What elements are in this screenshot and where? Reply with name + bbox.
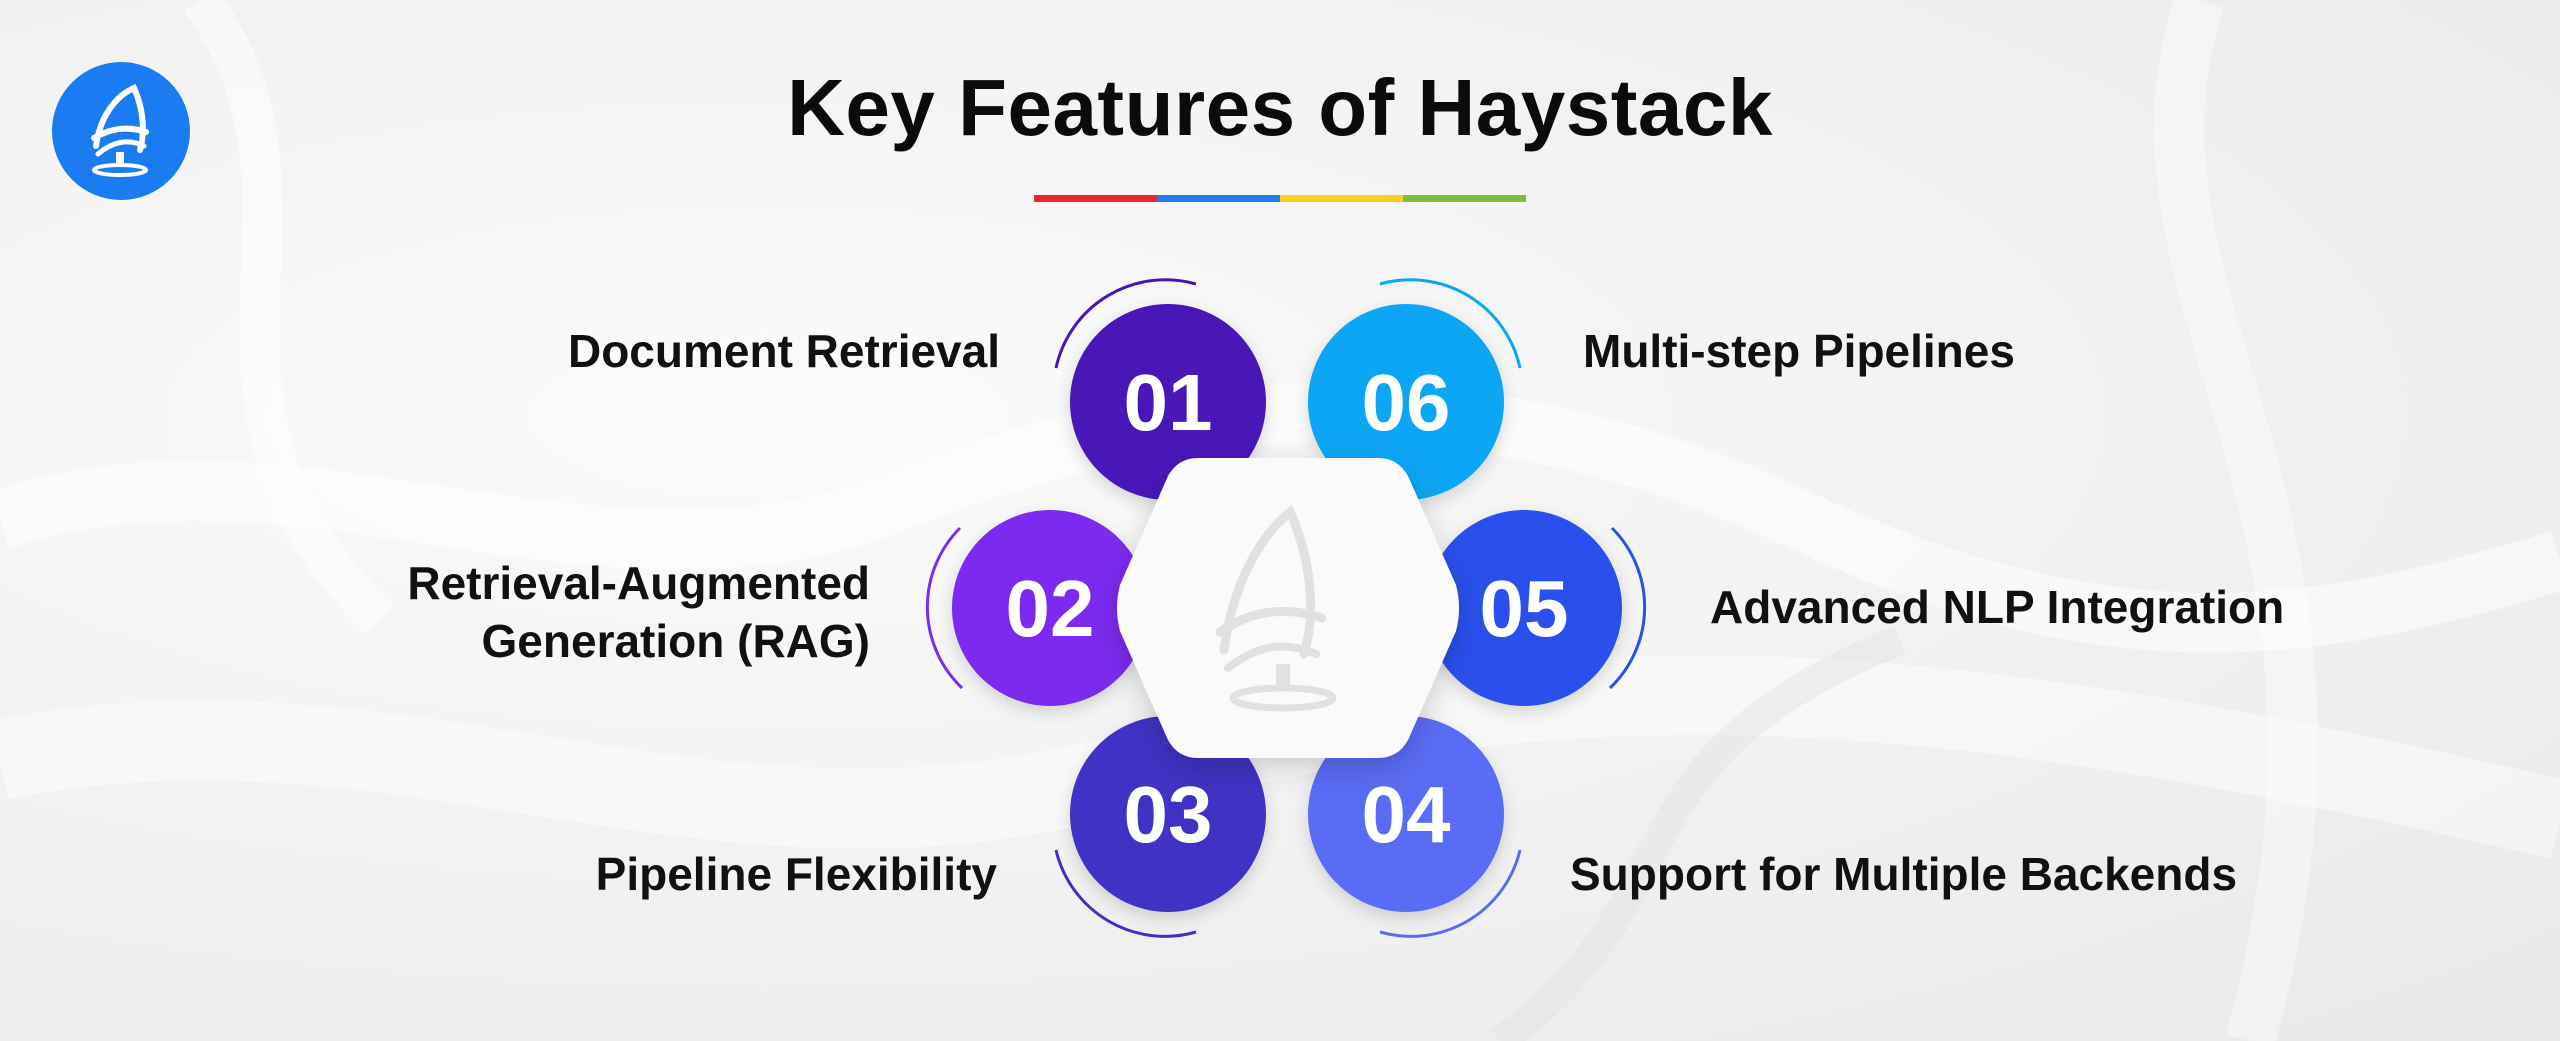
feature-circle-01 [1070,304,1266,500]
feature-label-04: Support for Multiple Backends [1570,845,2237,903]
feature-label-05: Advanced NLP Integration [1710,578,2284,636]
feature-node-03: 03 [1070,716,1266,912]
feature-node-01: 01 [1070,304,1266,500]
feature-number-06: 06 [1362,358,1451,447]
feature-circle-03 [1070,716,1266,912]
feature-label-06: Multi-step Pipelines [1583,322,2015,380]
feature-number-05: 05 [1480,564,1569,653]
center-hexagon [1117,458,1459,758]
feature-label-05-text: Advanced NLP Integration [1710,581,2285,633]
feature-label-03-text: Pipeline Flexibility [595,848,997,900]
underline-segment-yellow [1280,195,1403,202]
haystack-logo [52,62,190,200]
arc-05 [1608,526,1647,690]
feature-label-04-text: Support for Multiple Backends [1570,848,2238,900]
feature-node-06: 06 [1308,304,1504,500]
feature-label-01: Document Retrieval [568,322,1000,380]
feature-number-04: 04 [1362,770,1451,859]
feature-circle-04 [1308,716,1504,912]
feature-label-01-text: Document Retrieval [567,325,1000,377]
feature-circle-05 [1426,510,1622,706]
feature-circle-02 [952,510,1148,706]
feature-number-01: 01 [1124,358,1213,447]
feature-label-02-line-2: Generation (RAG) [481,615,870,667]
feature-number-02: 02 [1006,564,1095,653]
feature-node-04: 04 [1308,716,1504,912]
underline-segment-blue [1157,195,1280,202]
title-underline [1034,195,1526,202]
haystack-logo-icon [91,84,149,177]
feature-label-02: Retrieval-Augmented Generation (RAG) [407,554,870,670]
feature-node-05: 05 [1426,510,1622,706]
haystack-watermark-icon [1215,504,1337,712]
underline-segment-red [1034,195,1157,202]
feature-label-03: Pipeline Flexibility [596,845,997,903]
page-title: Key Features of Haystack [787,63,1773,152]
feature-circle-06 [1308,304,1504,500]
feature-label-06-text: Multi-step Pipelines [1583,325,2015,377]
feature-node-02: 02 [952,510,1148,706]
feature-label-02-line-1: Retrieval-Augmented [407,557,870,609]
arc-06 [1379,278,1522,369]
arc-02 [925,526,964,690]
arc-01 [1054,278,1197,369]
underline-segment-green [1403,195,1526,202]
arc-03 [1054,849,1197,938]
arc-04 [1379,849,1522,938]
feature-number-03: 03 [1124,770,1213,859]
